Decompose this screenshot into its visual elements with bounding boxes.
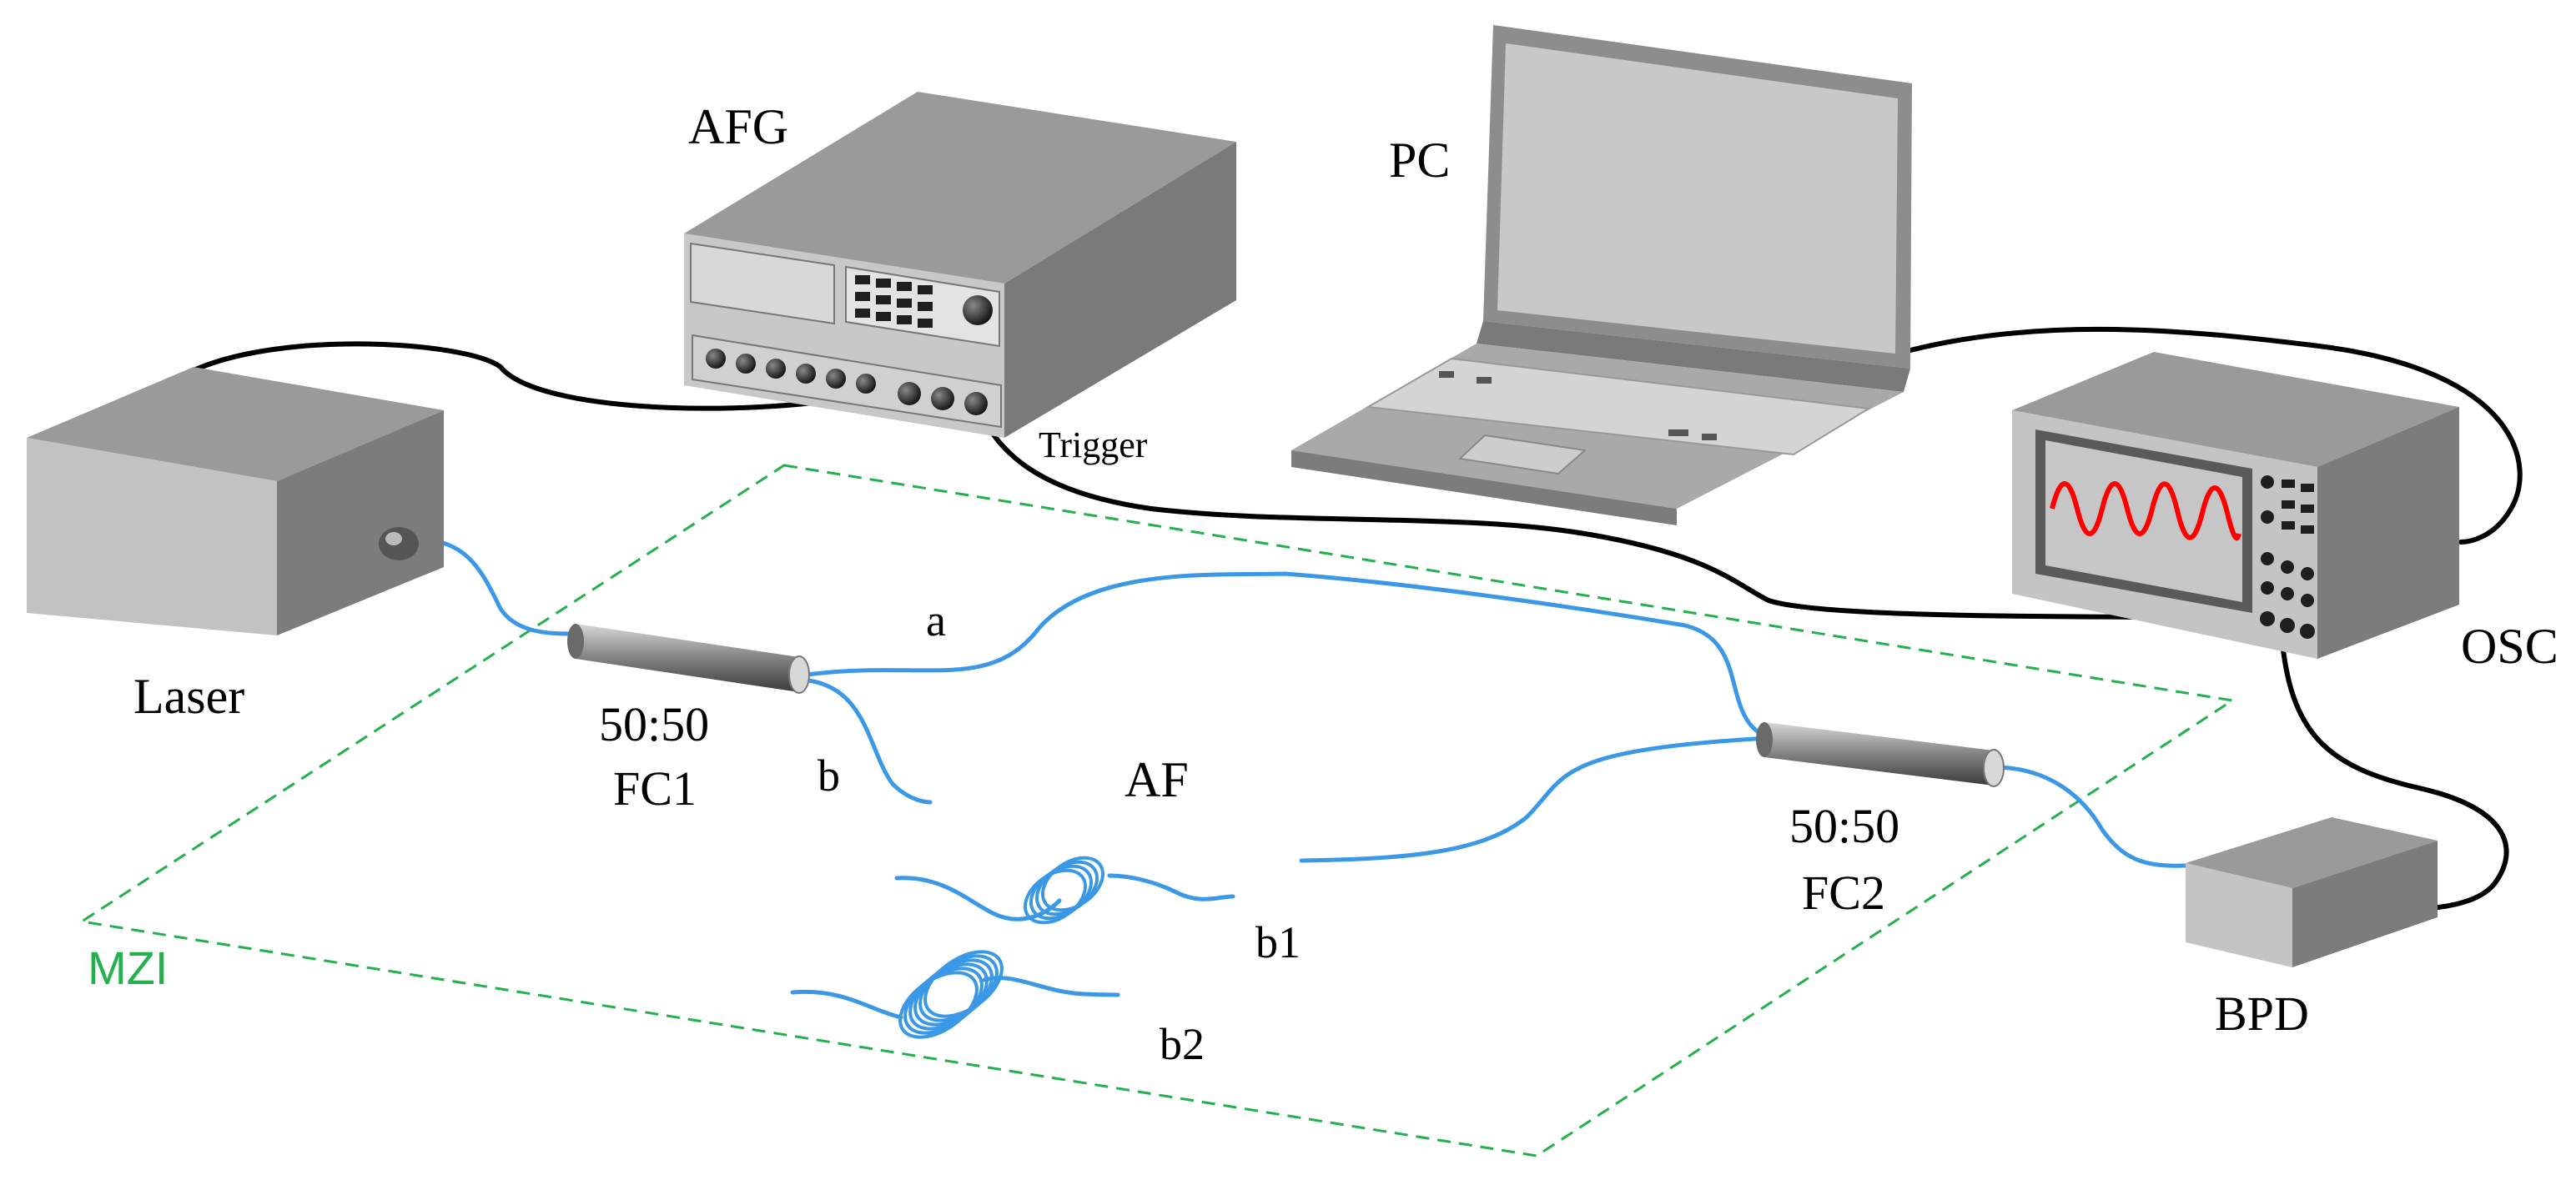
pc-osc-cable <box>1908 326 2523 545</box>
afg-label: AFG <box>688 99 788 154</box>
bpd-icon <box>2186 817 2438 967</box>
fc1-label: FC1 <box>613 761 697 816</box>
fiber-fc2-to-bpd <box>1991 765 2188 868</box>
fiber-fc2-input <box>1299 736 1771 863</box>
mzi-region-border <box>78 464 2236 1157</box>
optical-fibers <box>406 537 2188 1020</box>
fiber-arm-a <box>798 571 1771 741</box>
trigger-cable <box>974 402 2272 620</box>
af-coil-2-icon <box>898 950 1004 1039</box>
osc-bpd-cable <box>2279 631 2509 911</box>
text-labels: AFG PC Laser Trigger OSC 50:50 FC1 50:50… <box>88 99 2558 1069</box>
af-coil-2-leads <box>790 976 1120 1020</box>
arm-a-label: a <box>926 595 946 645</box>
b2-label: b2 <box>1160 1019 1205 1069</box>
osc-label: OSC <box>2461 619 2558 674</box>
mzi-label: MZI <box>88 941 168 994</box>
osc-trace-icon <box>2050 481 2241 541</box>
pc-icon <box>1291 25 1912 525</box>
fc1-coupler-icon <box>567 624 810 694</box>
osc-icon <box>2012 352 2459 659</box>
laser-label: Laser <box>133 669 244 724</box>
pc-label: PC <box>1389 133 1450 188</box>
fc1-ratio-label: 50:50 <box>599 697 709 751</box>
fiber-arm-b <box>798 677 933 805</box>
b1-label: b1 <box>1255 917 1301 967</box>
fiber-laser-to-fc1 <box>406 537 578 636</box>
af-coil-1-icon <box>1023 856 1105 925</box>
fc2-ratio-label: 50:50 <box>1789 799 1899 853</box>
afg-icon <box>684 92 1236 438</box>
bpd-label: BPD <box>2215 987 2309 1041</box>
af-label: AF <box>1124 752 1189 807</box>
fc2-coupler-icon <box>1756 722 2005 787</box>
arm-b-label: b <box>818 751 840 801</box>
fc2-label: FC2 <box>1802 866 1885 920</box>
laser-icon <box>27 367 444 635</box>
trigger-label: Trigger <box>1039 424 1148 465</box>
af-coil-1-leads <box>894 873 1235 921</box>
